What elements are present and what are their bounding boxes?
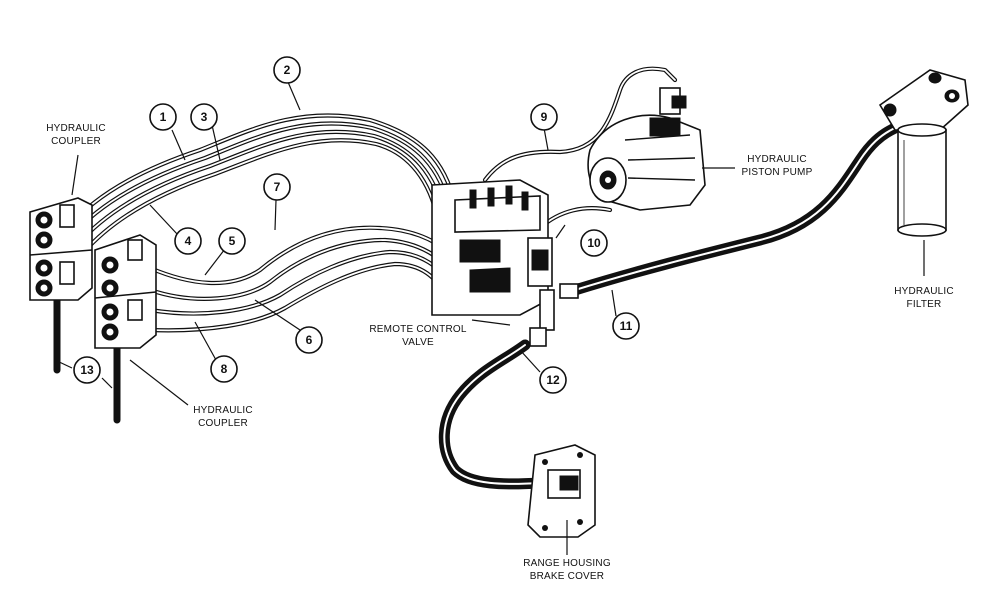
label-hydraulic-coupler-top: HYDRAULIC COUPLER — [46, 123, 106, 147]
label-hydraulic-piston-pump: HYDRAULIC PISTON PUMP — [742, 154, 813, 178]
svg-text:COUPLER: COUPLER — [198, 418, 248, 429]
callout-5: 5 — [218, 227, 246, 255]
svg-text:PISTON PUMP: PISTON PUMP — [742, 167, 813, 178]
callout-12: 12 — [539, 366, 567, 394]
svg-text:FILTER: FILTER — [907, 299, 942, 310]
svg-text:11: 11 — [620, 319, 633, 333]
callout-3: 3 — [190, 103, 218, 131]
svg-text:13: 13 — [80, 363, 94, 377]
range-housing-brake-cover — [527, 444, 596, 538]
hydraulic-coupler-lower — [94, 234, 157, 349]
callout-2: 2 — [273, 56, 301, 84]
svg-text:2: 2 — [284, 63, 291, 77]
callout-7: 7 — [263, 173, 291, 201]
leader-lines — [54, 81, 925, 555]
svg-text:3: 3 — [201, 110, 208, 124]
svg-text:REMOTE CONTROL: REMOTE CONTROL — [369, 324, 466, 335]
label-hydraulic-coupler-bottom: HYDRAULIC COUPLER — [193, 405, 253, 429]
svg-text:HYDRAULIC: HYDRAULIC — [894, 286, 954, 297]
callout-10: 10 — [580, 229, 608, 257]
svg-text:6: 6 — [306, 333, 313, 347]
hydraulic-coupler-upper — [29, 197, 93, 301]
svg-text:10: 10 — [587, 236, 601, 250]
svg-text:RANGE HOUSING: RANGE HOUSING — [523, 558, 611, 569]
callout-11: 11 — [612, 312, 640, 340]
brake-hose — [438, 339, 546, 490]
callout-1: 1 — [149, 103, 177, 131]
label-range-housing-brake-cover: RANGE HOUSING BRAKE COVER — [523, 558, 611, 582]
svg-text:COUPLER: COUPLER — [51, 136, 101, 147]
svg-text:HYDRAULIC: HYDRAULIC — [193, 405, 253, 416]
svg-text:HYDRAULIC: HYDRAULIC — [46, 123, 106, 134]
svg-text:9: 9 — [541, 110, 548, 124]
svg-text:BRAKE COVER: BRAKE COVER — [530, 571, 604, 582]
callout-9: 9 — [530, 103, 558, 131]
callout-13: 13 — [73, 356, 101, 384]
label-remote-control-valve: REMOTE CONTROL VALVE — [369, 324, 466, 348]
hydraulic-piston-pump — [587, 87, 706, 211]
callout-6: 6 — [295, 326, 323, 354]
svg-text:5: 5 — [229, 234, 236, 248]
svg-text:HYDRAULIC: HYDRAULIC — [747, 154, 807, 165]
svg-text:1: 1 — [160, 110, 167, 124]
filter-hose — [569, 122, 901, 296]
svg-text:8: 8 — [221, 362, 228, 376]
steel-tube-bundle-lower — [147, 225, 463, 333]
remote-control-valve — [431, 179, 579, 347]
callout-8: 8 — [210, 355, 238, 383]
callout-4: 4 — [174, 227, 202, 255]
svg-text:12: 12 — [546, 373, 560, 387]
svg-text:7: 7 — [274, 180, 281, 194]
steel-tube-bundle-upper — [65, 113, 473, 255]
svg-text:4: 4 — [185, 234, 192, 248]
coupler-drain-hoses — [53, 291, 121, 424]
hydraulic-filter — [878, 69, 969, 237]
label-hydraulic-filter: HYDRAULIC FILTER — [894, 286, 954, 310]
svg-text:VALVE: VALVE — [402, 337, 434, 348]
